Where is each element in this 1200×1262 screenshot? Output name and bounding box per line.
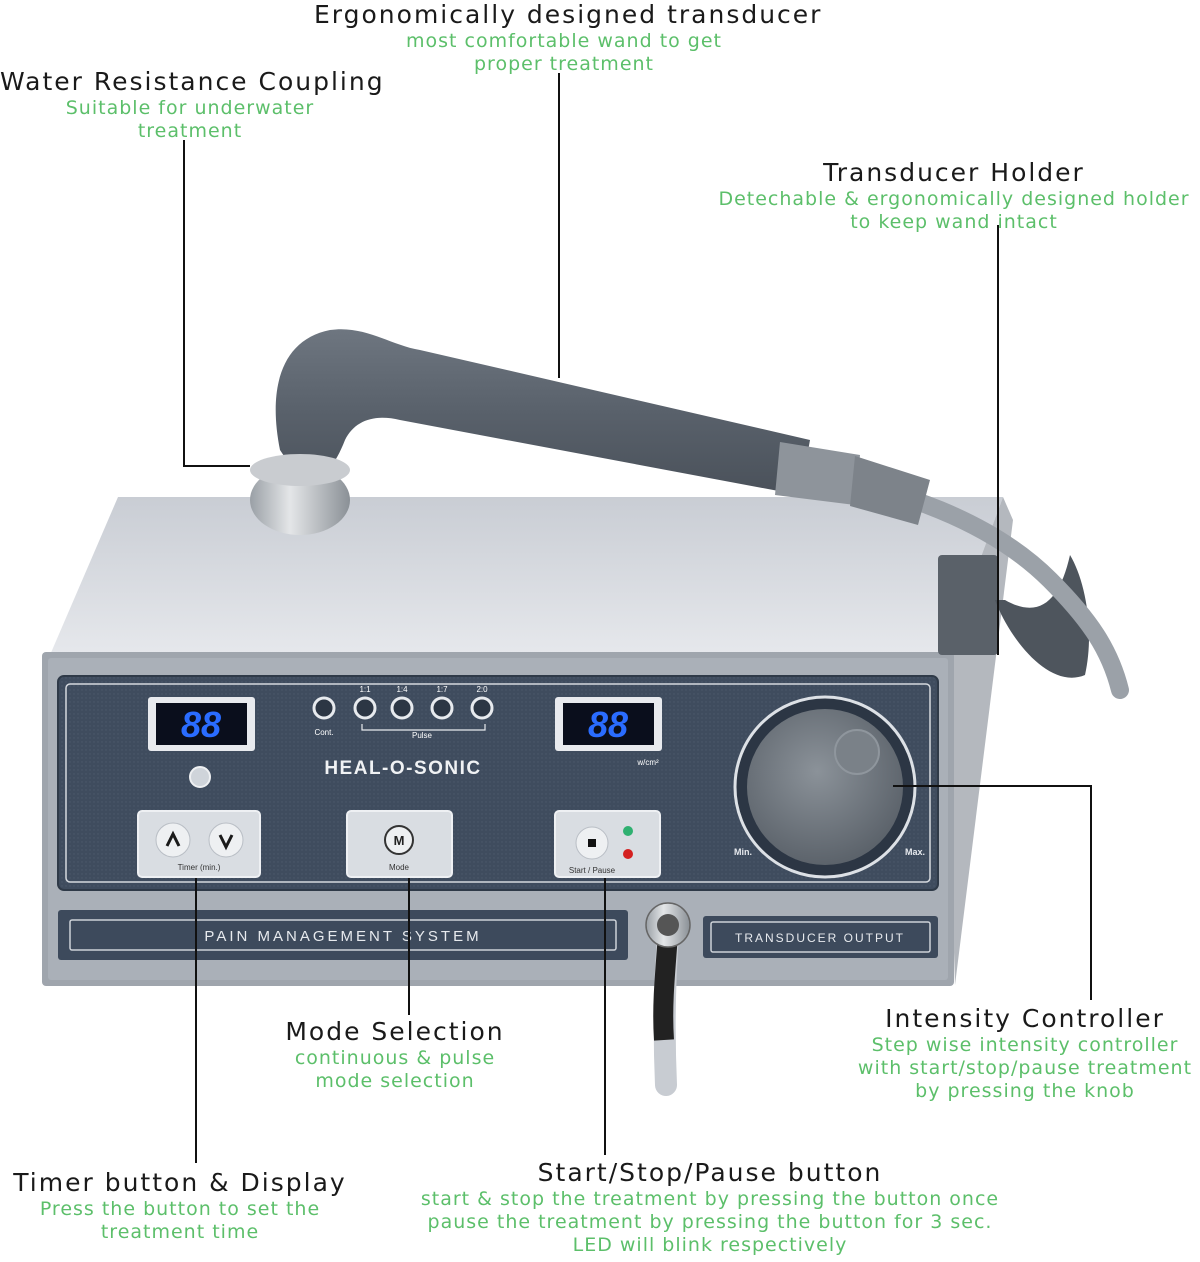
mode-label-1-7: 1:7: [436, 685, 448, 694]
knob-max-label: Max.: [905, 847, 925, 857]
leader-lines: [183, 73, 1092, 1163]
callout-desc: most comfortable wand to get: [405, 30, 723, 52]
callout-desc: proper treatment: [474, 53, 654, 75]
output-label-plate: [703, 916, 938, 958]
callout-title: Timer button & Display: [13, 1168, 347, 1197]
chevron-down-icon: [218, 834, 234, 851]
callout-desc: Step wise intensity controller: [871, 1034, 1179, 1056]
callout-desc: Detechable & ergonomically designed hold…: [718, 188, 1190, 210]
brand-label: HEAL-O-SONIC: [324, 758, 481, 779]
mode-label-1-4: 1:4: [396, 685, 408, 694]
callout-desc: continuous & pulse: [294, 1047, 496, 1069]
led-red: [623, 849, 633, 859]
callout-title: Water Resistance Coupling: [0, 67, 385, 96]
knob-grip: [835, 730, 879, 774]
callout-timer: Timer button & Display Press the button …: [0, 1168, 360, 1244]
pulse-bracket: [361, 724, 486, 731]
system-label: PAIN MANAGEMENT SYSTEM: [204, 928, 481, 945]
callout-desc: Press the button to set the: [39, 1198, 321, 1220]
timer-indicator-icon: [189, 766, 211, 788]
knob-min-label: Min.: [734, 847, 752, 857]
mode-button[interactable]: [346, 810, 453, 878]
mode-label-2-0: 2:0: [476, 685, 488, 694]
mode-leds: [312, 696, 494, 731]
wand-strain-relief: [775, 442, 860, 505]
leader-intensity: [893, 785, 1092, 1000]
callout-desc: treatment: [137, 120, 243, 142]
timer-buttons[interactable]: [137, 810, 261, 878]
timer-display: [148, 697, 255, 751]
callout-desc: treatment time: [100, 1221, 260, 1243]
mode-button-label: Mode: [389, 863, 410, 872]
pulse-label: Pulse: [412, 731, 433, 740]
mode-label-1-1: 1:1: [359, 685, 371, 694]
callout-mode: Mode Selection continuous & pulse mode s…: [270, 1017, 520, 1093]
callout-desc: mode selection: [315, 1070, 475, 1092]
led-2-0: [470, 696, 494, 720]
callout-transducer: Ergonomically designed transducer most c…: [314, 0, 823, 76]
callout-desc: to keep wand intact: [850, 211, 1058, 233]
led-1-1: [353, 696, 377, 720]
mode-icon: [384, 825, 414, 855]
led-cont: [312, 696, 336, 720]
system-label-plate: [58, 910, 628, 960]
device-body: [42, 497, 1013, 986]
callout-water: Water Resistance Coupling Suitable for u…: [0, 67, 385, 143]
callout-desc: with start/stop/pause treatment: [857, 1057, 1193, 1079]
transducer-wand: [250, 329, 930, 535]
start-button-label: Start / Pause: [569, 866, 616, 875]
output-connector: [645, 902, 691, 1096]
intensity-knob[interactable]: [733, 695, 917, 879]
chevron-up-icon: [165, 830, 181, 847]
callout-intensity: Intensity Controller Step wise intensity…: [850, 1004, 1200, 1103]
callout-desc: LED will blink respectively: [572, 1234, 848, 1256]
callout-desc: Suitable for underwater: [65, 97, 315, 119]
output-label: TRANSDUCER OUTPUT: [735, 931, 905, 945]
callout-title: Mode Selection: [285, 1017, 505, 1046]
stop-icon: [588, 839, 596, 847]
callout-holder: Transducer Holder Detechable & ergonomic…: [708, 158, 1200, 234]
start-pause-button[interactable]: [554, 810, 661, 878]
intensity-display: [555, 697, 662, 751]
led-green: [623, 826, 633, 836]
callout-title: Intensity Controller: [885, 1004, 1165, 1033]
mode-icon-letter: M: [394, 833, 405, 848]
intensity-unit: w/cm²: [636, 758, 659, 767]
timer-display-digits: 88: [181, 704, 221, 745]
timer-button-label: Timer (min.): [178, 863, 221, 872]
callout-title: Start/Stop/Pause button: [537, 1158, 883, 1187]
mode-label-cont: Cont.: [314, 728, 333, 737]
timer-down-button[interactable]: [208, 822, 244, 858]
control-panel: [57, 675, 939, 891]
led-1-4: [390, 696, 414, 720]
led-1-7: [430, 696, 454, 720]
intensity-display-digits: 88: [588, 704, 628, 745]
leader-water: [183, 140, 250, 467]
callout-desc: by pressing the knob: [915, 1080, 1135, 1102]
callout-desc: pause the treatment by pressing the butt…: [427, 1211, 993, 1233]
callout-desc: start & stop the treatment by pressing t…: [420, 1188, 1000, 1210]
timer-up-button[interactable]: [155, 822, 191, 858]
callout-title: Transducer Holder: [823, 158, 1085, 187]
device-top: [50, 497, 1003, 655]
callout-start: Start/Stop/Pause button start & stop the…: [390, 1158, 1030, 1257]
callout-title: Ergonomically designed transducer: [314, 0, 823, 29]
